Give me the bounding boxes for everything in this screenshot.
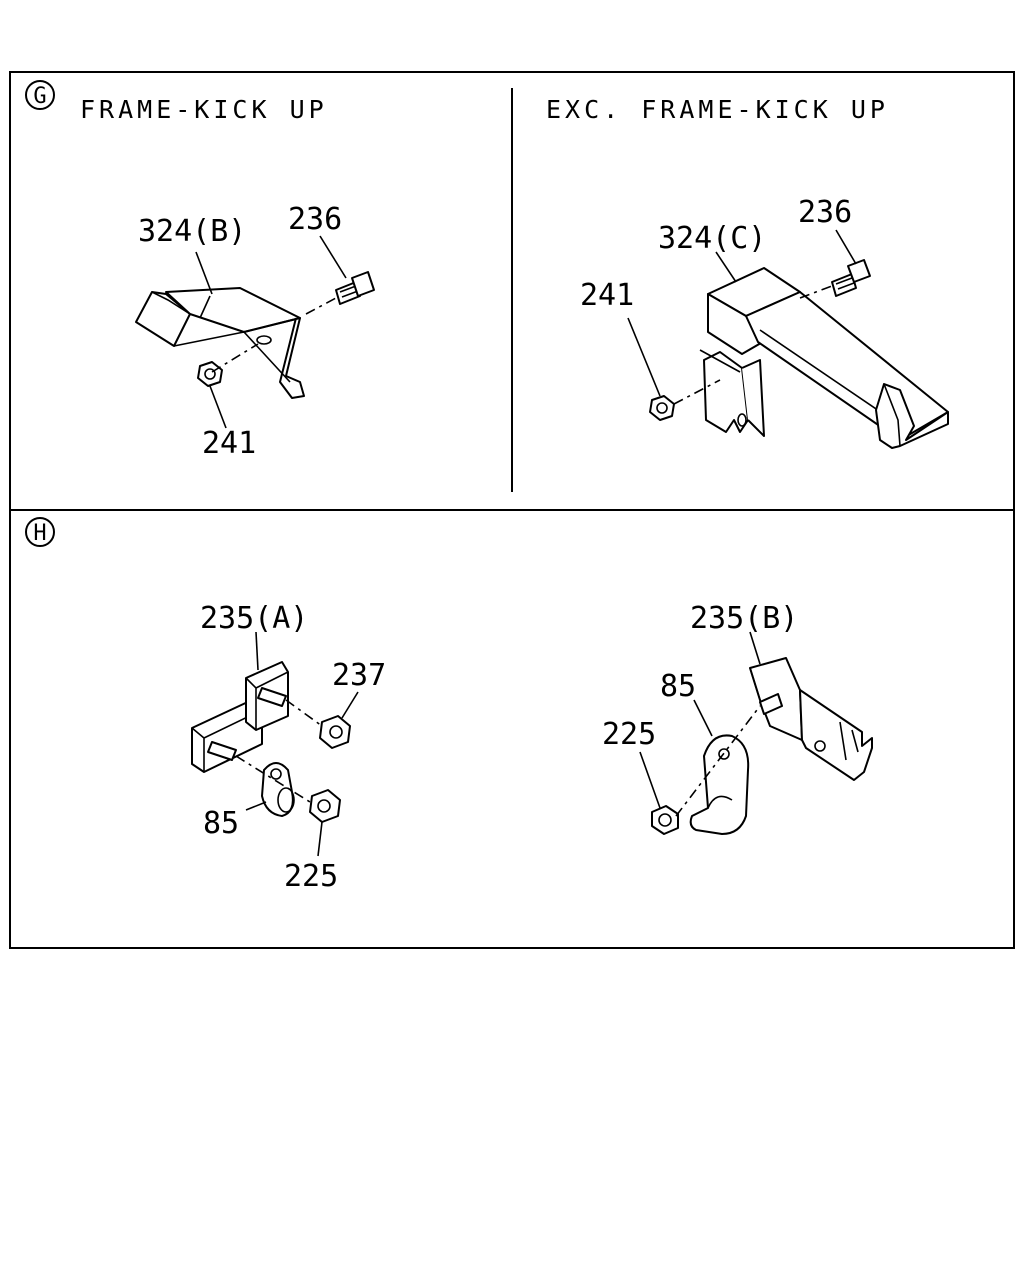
section-h-marker-circle (25, 517, 55, 547)
axis-line-h-right (675, 705, 761, 817)
callout-85-right: 85 (660, 669, 696, 704)
section-g-marker-circle (25, 80, 55, 110)
nut-241-right-drawing (649, 395, 675, 421)
axis-line-g-left-bolt (305, 297, 337, 315)
bolt-236-right-drawing (831, 259, 871, 297)
callout-237: 237 (332, 658, 386, 693)
nut-241-left-drawing (197, 361, 223, 387)
section-h-marker: H (33, 521, 46, 546)
bracket-235a-drawing (191, 661, 289, 773)
callout-324b: 324(B) (138, 214, 246, 249)
axis-line-g-right (673, 379, 721, 405)
leader-225-right (639, 751, 661, 809)
leader-241-left (209, 385, 227, 429)
nut-225-left-drawing (309, 789, 341, 823)
leader-85-left (245, 801, 267, 811)
leader-237 (341, 691, 359, 719)
leader-85-right (693, 699, 713, 737)
section-h-frame (9, 509, 1015, 949)
axis-line-h-left-lower (235, 755, 311, 803)
callout-225-left: 225 (284, 859, 338, 894)
axis-line-g-left (211, 343, 259, 373)
callout-85-left: 85 (203, 806, 239, 841)
section-g-right-title: EXC. FRAME-KICK UP (546, 95, 889, 124)
axis-line-g-right-bolt (799, 285, 833, 299)
section-g-marker: G (33, 84, 46, 109)
leader-225-left (317, 821, 323, 857)
callout-236-left: 236 (288, 202, 342, 237)
leader-235a (255, 631, 259, 671)
bracket-324c-drawing (699, 267, 949, 449)
bracket-235b-drawing (749, 657, 873, 781)
nut-237-drawing (319, 715, 351, 749)
callout-225-right: 225 (602, 717, 656, 752)
nut-225-right-drawing (651, 805, 679, 835)
leader-324c (715, 251, 737, 283)
leader-235b (749, 631, 761, 665)
callout-236-right: 236 (798, 195, 852, 230)
callout-324c: 324(C) (658, 221, 766, 256)
axis-line-h-left-upper (285, 699, 323, 727)
clip-85-right-drawing (689, 734, 750, 835)
callout-241-left: 241 (202, 426, 256, 461)
callout-235a: 235(A) (200, 601, 308, 636)
bracket-324b-drawing (135, 287, 305, 399)
leader-241-right (627, 317, 661, 397)
leader-236-right (835, 229, 857, 265)
bolt-236-left-drawing (335, 271, 375, 305)
section-g-left-title: FRAME-KICK UP (80, 95, 328, 124)
leader-236-left (319, 235, 347, 279)
callout-235b: 235(B) (690, 601, 798, 636)
callout-241-right: 241 (580, 278, 634, 313)
leader-324b (195, 251, 213, 295)
